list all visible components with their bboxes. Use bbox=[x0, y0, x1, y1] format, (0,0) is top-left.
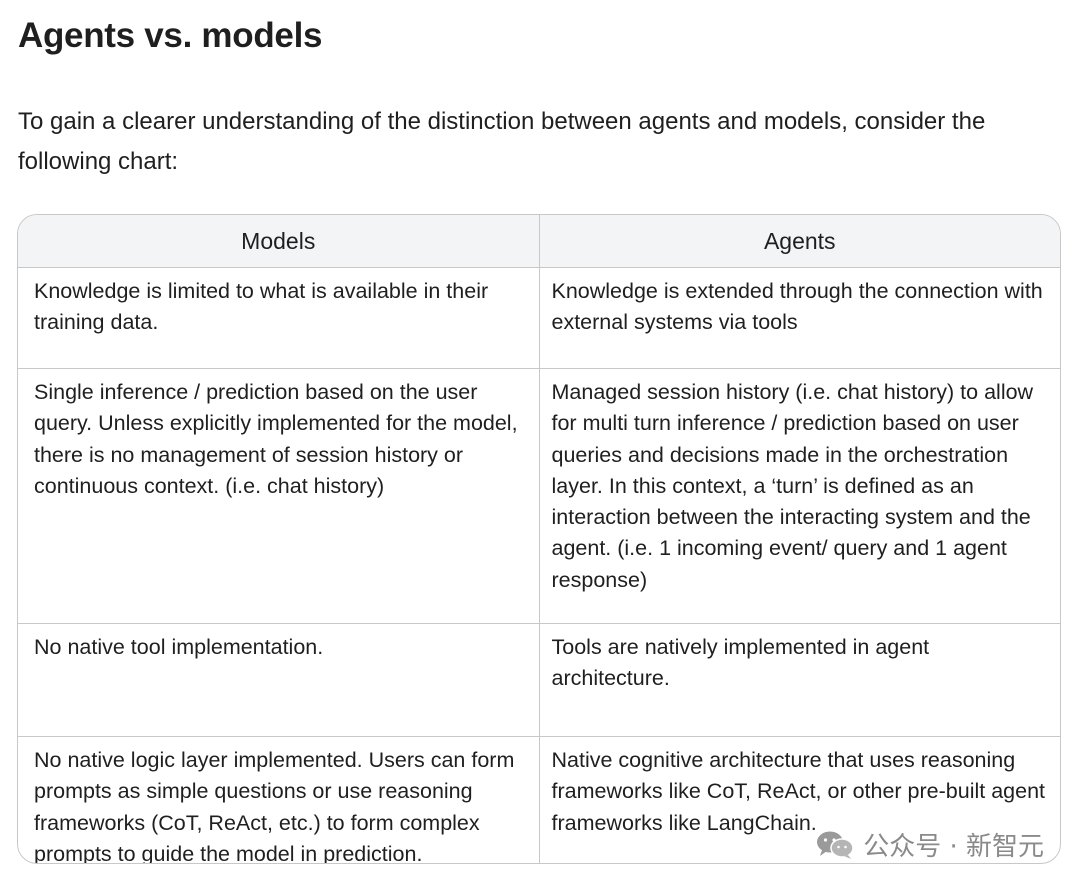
intro-paragraph: To gain a clearer understanding of the d… bbox=[18, 108, 986, 175]
page-heading: Agents vs. models bbox=[18, 16, 323, 55]
watermark-text: 公众号 · 新智元 bbox=[863, 832, 1044, 862]
models-cell: Single inference / prediction based on t… bbox=[18, 368, 539, 624]
models-cell: No native logic layer implemented. Users… bbox=[18, 736, 539, 863]
agents-cell: Tools are natively implemented in agent … bbox=[538, 623, 1060, 737]
models-cell: No native tool implementation. bbox=[18, 623, 539, 737]
table-header-row: Models Agents bbox=[18, 215, 1060, 268]
watermark: 公众号 · 新智元 bbox=[815, 826, 1044, 863]
header-models: Models bbox=[18, 215, 539, 268]
table-row: Knowledge is limited to what is availabl… bbox=[18, 267, 1060, 369]
models-cell: Knowledge is limited to what is availabl… bbox=[18, 267, 539, 369]
agents-cell: Managed session history (i.e. chat histo… bbox=[538, 368, 1060, 624]
agents-cell: Native cognitive architecture that uses … bbox=[538, 736, 1060, 863]
header-agents: Agents bbox=[538, 215, 1060, 268]
table-row: Single inference / prediction based on t… bbox=[18, 368, 1060, 624]
wechat-icon bbox=[817, 831, 854, 859]
agents-cell: Knowledge is extended through the connec… bbox=[538, 267, 1060, 369]
comparison-table: Models Agents Knowledge is limited to wh… bbox=[17, 214, 1061, 864]
table-row: No native logic layer implemented. Users… bbox=[18, 736, 1060, 863]
table-row: No native tool implementation. Tools are… bbox=[18, 623, 1060, 737]
